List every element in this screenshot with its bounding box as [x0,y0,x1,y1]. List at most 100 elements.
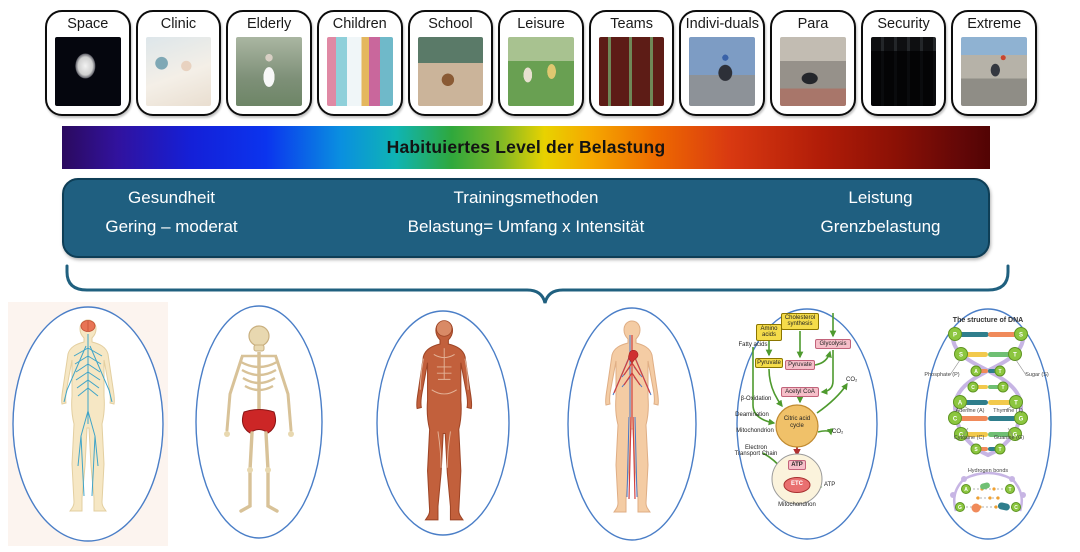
svg-text:C: C [971,385,975,391]
pyruvate-center-node: Pyruvate [785,360,815,371]
zone-performance-sub: Grenzbelastung [820,217,941,236]
svg-text:S: S [959,352,963,358]
category-elderly: Elderly [226,10,312,116]
muscle-head [435,320,453,337]
category-security: Security [860,10,947,116]
svg-text:S: S [1019,332,1023,338]
ribcage [240,354,278,392]
fatty-acids-label: Fatty acids [738,342,768,348]
category-teams: Teams [588,10,675,116]
dna-title: The structure of DNA [952,317,1024,324]
cyclist-photo [689,37,756,106]
deamination-label: Deamination [735,412,769,418]
svg-text:T: T [1014,400,1018,406]
svg-text:G: G [1019,416,1024,422]
electron-transport-chain-label: Electron Transport Chain [734,445,778,458]
beta-oxidation-label: β-Oxidation [740,396,772,402]
category-label: Extreme [967,16,1022,32]
svg-text:A: A [974,369,978,375]
category-label: Indivi-duals [685,16,759,32]
brace-bracket [65,264,1010,304]
legs [239,431,279,513]
nervous-system-figure [8,302,168,546]
svg-text:S: S [974,447,978,453]
svg-text:G: G [958,505,962,511]
co2-upper-label: CO₂ [846,377,858,383]
metabolic-arrows [752,313,848,491]
citric-cycle-circle [775,404,819,448]
circulatory-system-figure [567,307,697,541]
hydrogen-bonds-label: Hydrogen bonds [967,468,1009,474]
category-label: Teams [610,16,654,32]
zone-methods-title: Trainingsmethoden [453,188,599,207]
svg-text:P: P [953,332,957,338]
nerve-network [63,334,113,497]
football-team-photo [598,37,665,106]
cytosine-label: Cytosine (C) [953,435,985,441]
sugar-label: Sugar (S) [1025,372,1049,378]
skeleton-body [224,325,294,513]
svg-text:T: T [998,447,1001,453]
dna-ellipse [924,308,1052,540]
svg-text:T: T [1001,385,1004,391]
heart [628,350,639,364]
zone-methods-formula: Belastung= Umfang x Intensität [407,217,645,236]
spectrum-label: Habituiertes Level der Belastung [386,137,666,157]
dna-callout-lines [949,359,1027,437]
hydrogen-bond-cluster: A T G C [950,471,1026,513]
category-label: Leisure [517,16,565,32]
etc-label: ETC [791,481,803,487]
training-zones-box: Gesundheit Gering – moderat Trainingsmet… [62,178,990,258]
zone-performance: Leistung Grenzbelastung [773,180,988,256]
cholesterol-synthesis-node: Cholesterol synthesis [781,313,819,330]
svg-text:G: G [1013,432,1018,438]
etc-ellipse [783,477,811,493]
co2-lower-label: CO₂ [832,429,844,435]
category-label: Elderly [246,16,292,32]
zone-health-sub: Gering – moderat [105,217,238,236]
category-space: Space [45,10,131,116]
category-label: Security [877,16,930,32]
muscle-lines [419,348,469,468]
circulatory-body [605,320,659,513]
atp-node: ATP [788,460,806,471]
acetyl-coa-node: Acetyl CoA [781,387,819,398]
thymine-label: Thymine (T) [993,408,1023,414]
dna-figure: P S S T A T C T A T C G C G S T [920,303,1056,543]
amino-acids-node: Amino acids [756,324,782,341]
category-school: School [407,10,494,116]
dna-nucleotide-circles: P S S T A T C T A T C G C G S T [948,327,1028,455]
category-label: Para [797,16,829,32]
load-spectrum-bar: Habituiertes Level der Belastung [62,126,990,169]
category-label: School [428,16,473,32]
skull [248,325,270,347]
category-extreme: Extreme [951,10,1038,116]
astronaut-photo [55,37,121,106]
category-leisure: Leisure [498,10,584,116]
category-para: Para [770,10,856,116]
hospital-patient-photo [145,37,212,106]
atp-out-label: ATP [824,482,836,488]
arms [225,355,293,432]
category-label: Children [332,16,387,32]
svg-text:T: T [1008,487,1011,493]
svg-text:C: C [953,416,958,422]
guanine-label: Guanine (G) [993,435,1025,441]
mountain-biker-photo [961,37,1028,106]
muscle-body [416,320,473,521]
citric-acid-cycle-label: Citric acid cycle [783,416,811,429]
skeletal-system-figure [195,305,323,539]
svg-text:C: C [959,432,964,438]
mitochondrion-left-label: Mitochondrion [736,428,774,434]
dna-rungs [955,332,1021,451]
glycolysis-node: Glycolysis [815,339,851,350]
zone-health-title: Gesundheit [128,188,215,207]
phosphate-label: Phosphate (P) [924,372,960,378]
playing-children-photo [326,37,393,106]
zone-performance-title: Leistung [848,188,913,207]
population-category-row: Space Clinic Elderly Children School Lei… [45,10,1038,116]
svg-text:A: A [964,487,968,493]
arteries [613,335,651,500]
svg-text:T: T [1013,352,1017,358]
